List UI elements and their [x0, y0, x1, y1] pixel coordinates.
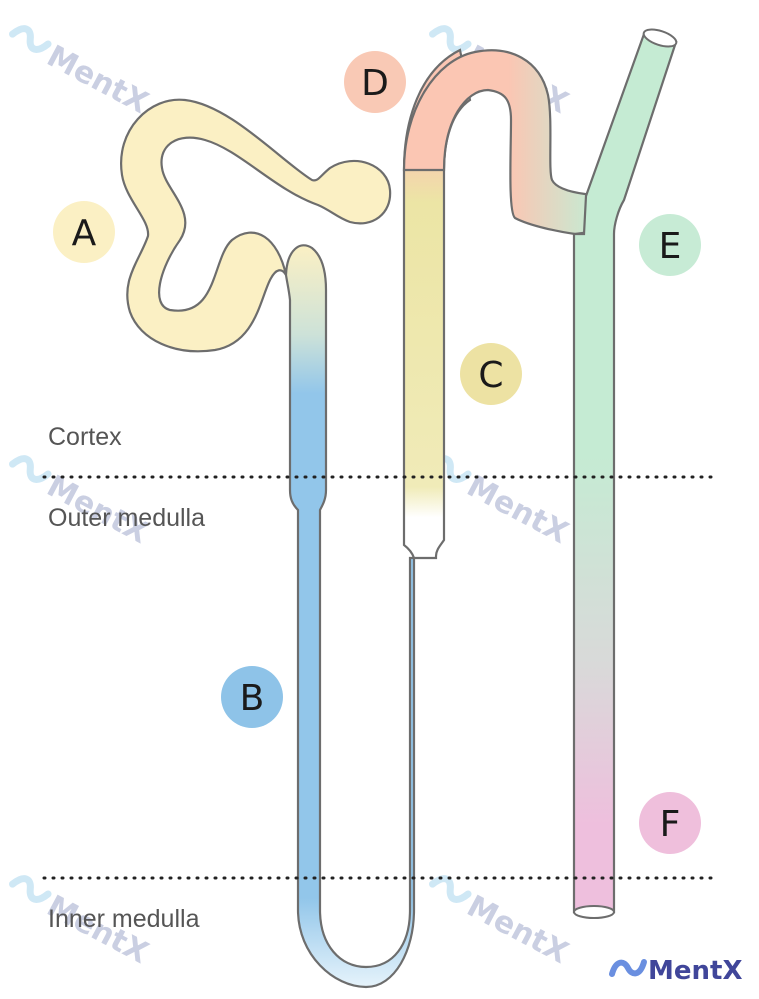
marker-a: A [53, 201, 115, 263]
marker-label: A [72, 213, 97, 254]
marker-label: F [660, 804, 681, 845]
marker-label: C [478, 355, 503, 396]
marker-c: C [460, 343, 522, 405]
cortex-label: Cortex [48, 423, 122, 451]
collecting-duct-bottom-opening [573, 905, 615, 919]
mentx-logo-icon [609, 959, 647, 977]
marker-circle [221, 666, 283, 728]
inner-medulla-label: Inner medulla [48, 905, 200, 933]
marker-circle [639, 792, 701, 854]
brand-name: MentX [648, 956, 743, 986]
marker-circle [639, 214, 701, 276]
marker-label: E [659, 226, 682, 267]
distal-convoluted-tubule [402, 49, 596, 236]
marker-circle [344, 51, 406, 113]
marker-d: D [344, 51, 406, 113]
marker-circle [53, 201, 115, 263]
marker-e: E [639, 214, 701, 276]
outer-medulla-label: Outer medulla [48, 504, 205, 532]
segment-markers: A B C D E F [53, 51, 701, 854]
proximal-convoluted-tubule [120, 98, 392, 353]
loop-of-henle-descending-limb [284, 244, 416, 989]
marker-circle [460, 343, 522, 405]
marker-label: B [240, 678, 265, 719]
marker-label: D [361, 63, 389, 104]
marker-f: F [639, 792, 701, 854]
collecting-duct [572, 32, 678, 914]
collecting-duct-top-opening [642, 28, 678, 48]
brand-logo: MentX [609, 956, 743, 986]
marker-b: B [221, 666, 283, 728]
